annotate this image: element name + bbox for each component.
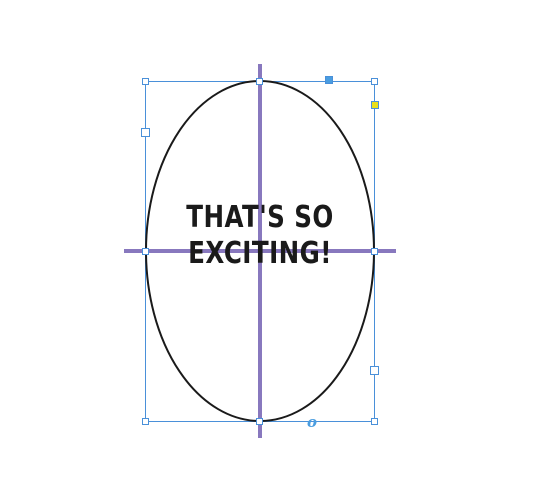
tail-control-handle-right[interactable]: [370, 366, 379, 375]
balloon-text-line-1: THAT'S SO: [186, 200, 334, 235]
resize-handle-top-left[interactable]: [142, 78, 149, 85]
resize-handle-middle-left[interactable]: [142, 248, 149, 255]
resize-handle-top-right[interactable]: [371, 78, 378, 85]
fill-handle-top[interactable]: [325, 76, 333, 84]
resize-handle-bottom-center[interactable]: [256, 418, 263, 425]
rotate-handle-icon[interactable]: o: [307, 413, 317, 431]
tail-control-handle-left[interactable]: [141, 128, 150, 137]
resize-handle-top-center[interactable]: [256, 78, 263, 85]
balloon-text-line-2: EXCITING!: [188, 236, 332, 271]
resize-handle-middle-right[interactable]: [371, 248, 378, 255]
adjust-handle-yellow[interactable]: [371, 101, 379, 109]
resize-handle-bottom-right[interactable]: [371, 418, 378, 425]
balloon-dialogue-text[interactable]: THAT'S SO EXCITING!: [170, 200, 350, 272]
resize-handle-bottom-left[interactable]: [142, 418, 149, 425]
